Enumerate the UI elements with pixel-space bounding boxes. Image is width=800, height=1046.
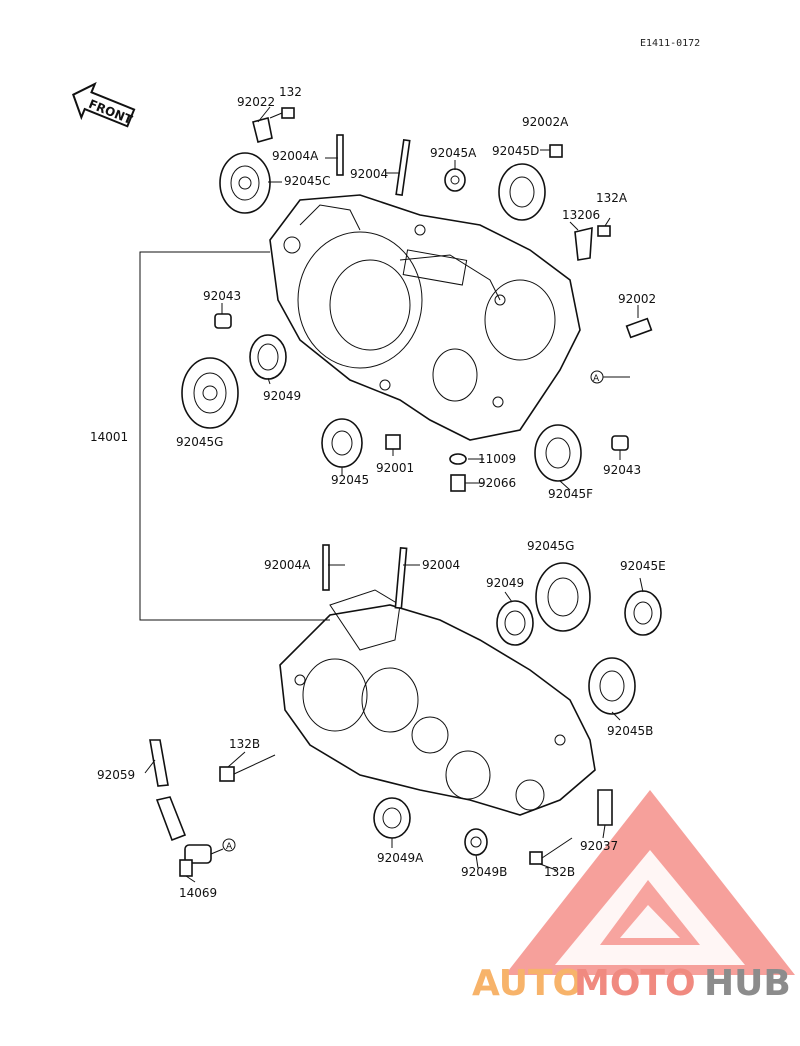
watermark-logo xyxy=(505,790,795,975)
upper-crankcase xyxy=(269,194,581,441)
watermark-auto: AUTO xyxy=(472,963,583,1004)
watermark-moto: MOTO xyxy=(574,963,696,1004)
label-92045e: 92045E xyxy=(620,559,666,573)
leader-lines xyxy=(144,106,644,883)
bearing-92045f xyxy=(534,424,582,482)
label-132: 132 xyxy=(279,85,302,99)
label-14001: 14001 xyxy=(90,430,128,444)
label-92045a: 92045A xyxy=(430,146,477,160)
label-92049b: 92049B xyxy=(461,865,507,879)
plate-13206 xyxy=(574,226,593,261)
bolt-92001 xyxy=(385,434,401,450)
label-92059: 92059 xyxy=(97,768,135,782)
stud-92004a-bottom xyxy=(322,544,330,591)
label-14069: 14069 xyxy=(179,886,217,900)
stud-92004-bottom xyxy=(394,546,408,610)
label-92045: 92045 xyxy=(331,473,369,487)
bearing-92045d xyxy=(498,163,546,221)
label-92004-bottom: 92004 xyxy=(422,558,460,572)
bolt-132a xyxy=(597,225,611,237)
plug-92002 xyxy=(625,317,653,339)
label-92045g-bottom: 92045G xyxy=(527,539,574,553)
bearing-92045g-top xyxy=(181,357,239,429)
label-92066: 92066 xyxy=(478,476,516,490)
label-11009: 11009 xyxy=(478,452,516,466)
bolt-132b-right xyxy=(529,837,573,865)
bearing-92045b xyxy=(588,657,636,715)
plug-92002a xyxy=(549,144,563,158)
label-92004-top: 92004 xyxy=(350,167,388,181)
label-92045c: 92045C xyxy=(284,174,331,188)
label-92045f: 92045F xyxy=(548,487,593,501)
label-92002a: 92002A xyxy=(522,115,569,129)
label-92001: 92001 xyxy=(376,461,414,475)
part-labels: 92022 132 92004A 92004 92045C 92045A 920… xyxy=(90,85,666,900)
hose-92059 xyxy=(149,739,169,787)
label-92045g-top: 92045G xyxy=(176,435,223,449)
label-132b-right: 132B xyxy=(544,865,575,879)
label-92049-bottom: 92049 xyxy=(486,576,524,590)
label-callout-a-top: A xyxy=(593,374,600,384)
seal-92049b xyxy=(464,828,488,856)
bearing-92045e xyxy=(624,590,662,636)
label-132a: 132A xyxy=(596,191,628,205)
bearing-92045 xyxy=(321,418,363,468)
label-92004a-top: 92004A xyxy=(272,149,319,163)
label-92049-top: 92049 xyxy=(263,389,301,403)
bearing-92045g-bottom xyxy=(535,562,591,632)
stud-92004-top xyxy=(395,138,411,197)
label-92045b: 92045B xyxy=(607,724,653,738)
seal-92049a xyxy=(373,797,411,839)
seal-92049-bottom xyxy=(496,600,534,646)
watermark-text: AUTO MOTO HUB xyxy=(472,963,791,1004)
callout-a-bottom-circle xyxy=(222,838,236,852)
bearing-92045a xyxy=(444,168,466,192)
label-92022: 92022 xyxy=(237,95,275,109)
label-92037: 92037 xyxy=(580,839,618,853)
label-callout-a-bottom: A xyxy=(226,842,233,852)
watermark-hub: HUB xyxy=(704,963,791,1004)
seal-92049-top xyxy=(249,334,287,380)
front-arrow-icon: FRONT xyxy=(72,81,136,128)
label-92002: 92002 xyxy=(618,292,656,306)
label-92049a: 92049A xyxy=(377,851,424,865)
diagram-code: E1411-0172 xyxy=(640,38,700,49)
label-132b-left: 132B xyxy=(229,737,260,751)
stud-92004a-top xyxy=(336,134,344,176)
label-92043-left: 92043 xyxy=(203,289,241,303)
plug-92066 xyxy=(450,474,466,492)
bolt-132 xyxy=(269,107,295,119)
gasket-11009 xyxy=(449,453,467,465)
dowel-92043-left xyxy=(214,313,232,329)
bearing-92045c xyxy=(219,152,271,214)
label-13206: 13206 xyxy=(562,208,600,222)
fitting-14069 xyxy=(179,844,212,877)
dowel-92043-right xyxy=(611,435,629,451)
bolt-132b-left xyxy=(219,754,276,782)
label-92045d: 92045D xyxy=(492,144,539,158)
label-92004a-bottom: 92004A xyxy=(264,558,311,572)
bracket-14001 xyxy=(139,251,330,621)
label-92043-right: 92043 xyxy=(603,463,641,477)
clamp-92037 xyxy=(597,789,613,826)
bracket-92022 xyxy=(252,117,273,143)
lower-crankcase xyxy=(279,589,596,816)
